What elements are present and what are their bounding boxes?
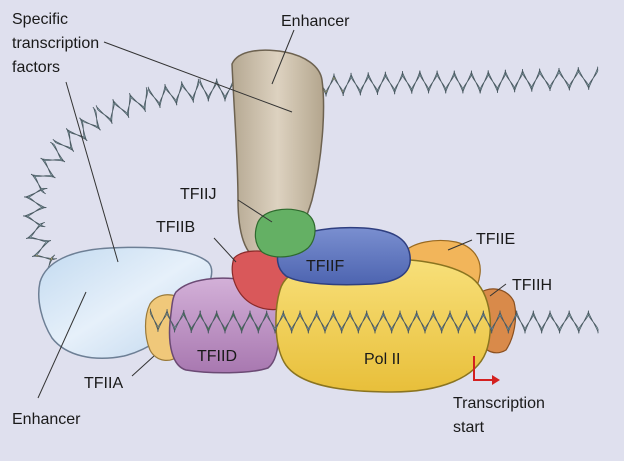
dna-segment (436, 70, 447, 94)
label-tfiib: TFIIB (156, 219, 195, 236)
label-specific-tf-line1: Specific (12, 11, 68, 28)
dna-segment (32, 254, 57, 261)
dna-segment (26, 222, 45, 239)
dna-segment (541, 310, 551, 334)
dna-segment (577, 67, 590, 90)
dna-segment (578, 310, 589, 334)
dna-segment (112, 99, 130, 118)
label-tfiid: TFIID (197, 348, 237, 365)
dna-segment (26, 236, 51, 243)
dna-segment (549, 310, 561, 334)
dna-segment (350, 72, 361, 96)
dna-segment (428, 70, 438, 94)
dna-segment (587, 310, 599, 334)
transcription-start-arrow (473, 356, 500, 385)
dna-segment (394, 71, 404, 95)
dna-segment (524, 310, 534, 334)
dna-segment (516, 310, 526, 334)
label-specific-tf-line2: transcription (12, 35, 99, 52)
dna-segment (175, 81, 183, 106)
tfiij-protein (254, 208, 316, 258)
dna-segment (376, 71, 386, 95)
dna-segment (384, 71, 396, 95)
label-specific-tf-line3: factors (12, 59, 60, 76)
dna-segment (367, 72, 379, 95)
dna-segment (359, 72, 369, 96)
label-tfiia: TFIIA (84, 375, 123, 392)
dna-segment (164, 84, 178, 106)
dna-segment (24, 196, 47, 209)
dna-segment (568, 67, 579, 91)
label-tfiif: TFIIF (306, 258, 344, 275)
dna-segment (588, 66, 599, 90)
dna-helix-front (149, 308, 599, 334)
dna-segment (30, 173, 46, 195)
dna-segment (445, 70, 455, 94)
dna-segment (159, 84, 166, 108)
dna-segment (342, 72, 352, 96)
dna-segment (539, 68, 551, 92)
dna-segment (401, 71, 413, 94)
dna-segment (40, 157, 56, 179)
dna-segment (559, 310, 570, 334)
dna-segment (568, 310, 580, 334)
specific-transcription-factor-top (231, 49, 325, 261)
label-tfiih: TFIIH (512, 277, 552, 294)
label-pol-ii: Pol II (364, 351, 400, 368)
dna-segment (333, 73, 344, 96)
dna-segment (514, 69, 524, 93)
dna-segment (521, 69, 533, 92)
dna-segment (496, 69, 506, 93)
dna-segment (411, 70, 421, 94)
label-transcription-start-line2: start (453, 419, 485, 436)
dna-segment (487, 70, 499, 93)
dna-segment (504, 69, 516, 93)
dna-segment (470, 70, 481, 94)
dna-segment (479, 70, 489, 94)
leader-lines (37, 29, 507, 399)
dna-segment (199, 78, 209, 102)
dna-segment (453, 70, 464, 94)
dna-segment (216, 78, 226, 102)
dna-segment (558, 67, 570, 91)
dna-segment (325, 73, 335, 97)
dna-segment (192, 78, 200, 103)
dna-segment (531, 68, 541, 92)
dna-segment (549, 67, 560, 92)
label-enhancer-top: Enhancer (281, 13, 350, 30)
label-enhancer-bottom: Enhancer (12, 411, 81, 428)
label-tfiij: TFIIJ (180, 186, 216, 203)
dna-segment (23, 215, 46, 228)
dna-segment (532, 310, 543, 334)
dna-segment (23, 206, 47, 217)
dna-segment (181, 81, 194, 103)
dna-segment (129, 93, 146, 112)
dna-segment (419, 70, 430, 94)
label-tfiie: TFIIE (476, 231, 515, 248)
dna-segment (147, 86, 161, 108)
dna-segment (462, 70, 472, 94)
dna-segment (32, 240, 51, 257)
dna-segment (52, 138, 74, 152)
label-transcription-start-line1: Transcription (453, 395, 545, 412)
dna-segment (95, 105, 113, 124)
